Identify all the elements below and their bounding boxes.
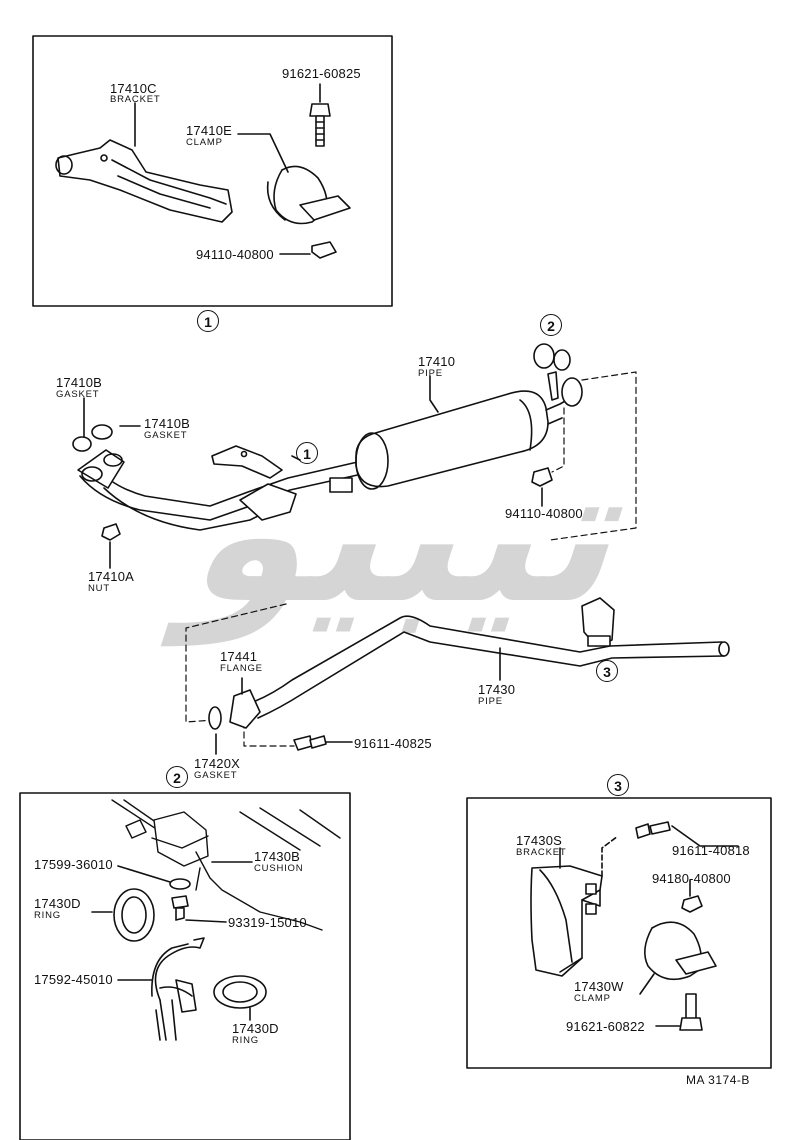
part-name-17430d-2: RING (232, 1035, 259, 1046)
ring-17430d-2-drawing (213, 975, 267, 1009)
part-name-17430: PIPE (478, 696, 503, 707)
bracket-17410c-drawing (55, 139, 233, 223)
part-number-17430w: 17430W (574, 979, 624, 994)
part-number-17430d-1: 17430D (34, 896, 81, 911)
bolt-91611-40818-drawing (635, 821, 671, 839)
detail-box-2 (19, 792, 351, 1140)
part-number-17441: 17441 (220, 649, 258, 664)
part-name-17410: PIPE (418, 368, 443, 379)
detail-marker-1: 1 (197, 310, 219, 332)
clamp-17430w-drawing (644, 921, 717, 981)
detail-marker-2-box: 2 (166, 766, 188, 788)
part-name-17410c: BRACKET (110, 94, 161, 105)
part-number-93319-15010: 93319-15010 (228, 915, 307, 930)
part-name-17410a: NUT (88, 583, 110, 594)
hanger-17592-45010-drawing (151, 937, 205, 1041)
nut-94180-40800-drawing (681, 895, 703, 913)
part-number-17430s: 17430S (516, 833, 563, 848)
bolt-93319-15010-drawing (171, 895, 189, 921)
detail-marker-3-box: 3 (607, 774, 629, 796)
tail-pipe-17430-drawing (208, 597, 730, 730)
detail-marker-1-main: 1 (296, 442, 318, 464)
bracket-17430s-drawing (530, 865, 603, 977)
part-name-17430b: CUSHION (254, 863, 304, 874)
part-number-17599-36010: 17599-36010 (34, 857, 113, 872)
part-name-17410b-2: GASKET (144, 430, 188, 441)
part-number-94110-40800-main: 94110-40800 (505, 506, 583, 521)
part-number-17430b: 17430B (254, 849, 301, 864)
clamp-17410e-drawing (266, 165, 351, 225)
detail-marker-3: 3 (596, 660, 618, 682)
part-number-17410e: 17410E (186, 123, 233, 138)
drawing-code: MA 3174-B (686, 1073, 750, 1087)
detail-box-3 (466, 797, 772, 1069)
part-number-17410a: 17410A (88, 569, 135, 584)
exhaust-pipe-17410-drawing (77, 343, 583, 531)
part-number-94180-40800: 94180-40800 (652, 871, 731, 886)
bolt-91621-60825-drawing (309, 103, 331, 147)
part-number-91621-60822: 91621-60822 (566, 1019, 645, 1034)
part-name-17430d-1: RING (34, 910, 61, 921)
bolt-91611-40825-drawing (293, 735, 327, 751)
detail-marker-2: 2 (540, 314, 562, 336)
cushion-17430b-drawing (111, 799, 341, 931)
part-number-17420x: 17420X (194, 756, 241, 771)
part-number-91611-40825: 91611-40825 (354, 736, 432, 751)
bolt-91621-60822-drawing (679, 993, 703, 1031)
washer-17599-36010-drawing (169, 878, 191, 890)
ring-17430d-1-drawing (113, 888, 155, 942)
part-number-17430: 17430 (478, 682, 516, 697)
part-number-17430d-2: 17430D (232, 1021, 279, 1036)
part-name-17420x: GASKET (194, 770, 238, 781)
part-name-17410e: CLAMP (186, 137, 223, 148)
detail-box-1 (32, 35, 393, 307)
part-number-91621-60825: 91621-60825 (282, 66, 361, 81)
part-number-94110-40800-box1: 94110-40800 (196, 247, 274, 262)
gasket-17410b-1-drawing (72, 436, 92, 452)
part-number-17410b-2: 17410B (144, 416, 191, 431)
part-number-17592-45010: 17592-45010 (34, 972, 113, 987)
gasket-17410b-2-drawing (91, 424, 113, 440)
part-number-17410: 17410 (418, 354, 456, 369)
nut-94110-40800-main-drawing (531, 467, 553, 487)
part-name-17430s: BRACKET (516, 847, 567, 858)
part-number-91611-40818: 91611-40818 (672, 843, 750, 858)
part-name-17441: FLANGE (220, 663, 263, 674)
nut-17410a-drawing (101, 523, 121, 541)
part-name-17410b-1: GASKET (56, 389, 100, 400)
part-number-17410c: 17410C (110, 81, 157, 96)
nut-94110-40800-drawing (311, 241, 337, 259)
part-name-17430w: CLAMP (574, 993, 611, 1004)
part-number-17410b-1: 17410B (56, 375, 103, 390)
